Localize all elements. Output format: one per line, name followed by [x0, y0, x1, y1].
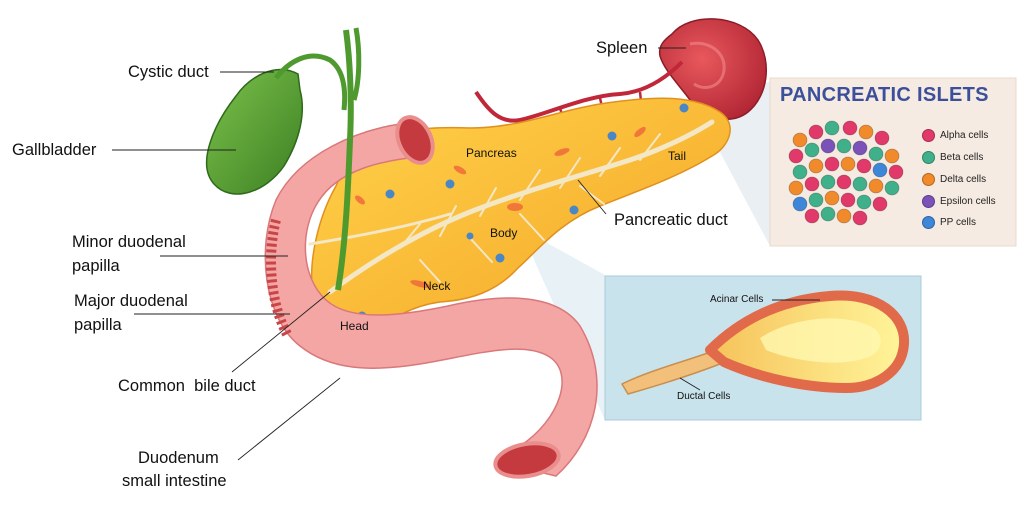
legend-beta-label: Beta cells — [940, 152, 984, 164]
label-major-papilla-1: Major duodenal — [74, 292, 188, 310]
label-minor-papilla-1: Minor duodenal — [72, 233, 186, 251]
legend-epsilon-label: Epsilon cells — [940, 196, 996, 208]
legend-pp-label: PP cells — [940, 217, 976, 229]
label-neck: Neck — [423, 279, 451, 293]
delta-cell-swatch — [922, 173, 935, 186]
legend-alpha: Alpha cells — [922, 129, 988, 142]
alpha-cell-swatch — [922, 129, 935, 142]
label-pancreatic-duct: Pancreatic duct — [614, 211, 728, 229]
label-gallbladder: Gallbladder — [12, 141, 97, 159]
islet-cells — [788, 120, 904, 226]
legend-delta: Delta cells — [922, 173, 986, 186]
islet-dots — [357, 103, 689, 321]
epsilon-cell-swatch — [922, 195, 935, 208]
label-minor-papilla-2: papilla — [72, 257, 120, 275]
legend-beta: Beta cells — [922, 151, 983, 164]
label-duodenum-2: small intestine — [122, 472, 227, 490]
beta-cell-swatch — [922, 151, 935, 164]
pancreatic-vessels — [355, 126, 646, 288]
label-cystic-duct: Cystic duct — [128, 63, 209, 81]
leader-lines — [112, 47, 820, 461]
label-head: Head — [340, 319, 369, 333]
duodenum — [264, 115, 598, 479]
label-spleen: Spleen — [596, 39, 648, 57]
gallbladder — [205, 27, 362, 291]
legend-pp: PP cells — [922, 216, 976, 229]
label-tail: Tail — [668, 149, 687, 163]
legend-epsilon: Epsilon cells — [922, 195, 996, 208]
splenic-artery — [474, 60, 684, 123]
label-acinar-cells: Acinar Cells — [710, 294, 764, 305]
label-common-bile-duct: Common bile duct — [118, 377, 256, 395]
spleen — [658, 18, 768, 120]
legend-delta-label: Delta cells — [940, 174, 987, 186]
label-major-papilla-2: papilla — [74, 316, 122, 334]
pp-cell-swatch — [922, 216, 935, 229]
label-body: Body — [490, 226, 518, 240]
label-pancreas: Pancreas — [466, 146, 517, 160]
label-duodenum-1: Duodenum — [138, 449, 219, 467]
islets-title: PANCREATIC ISLETS — [780, 84, 989, 106]
legend-alpha-label: Alpha cells — [940, 130, 989, 142]
pancreatic-duct — [308, 119, 715, 295]
acinus — [620, 290, 910, 395]
label-ductal-cells: Ductal Cells — [677, 391, 731, 402]
